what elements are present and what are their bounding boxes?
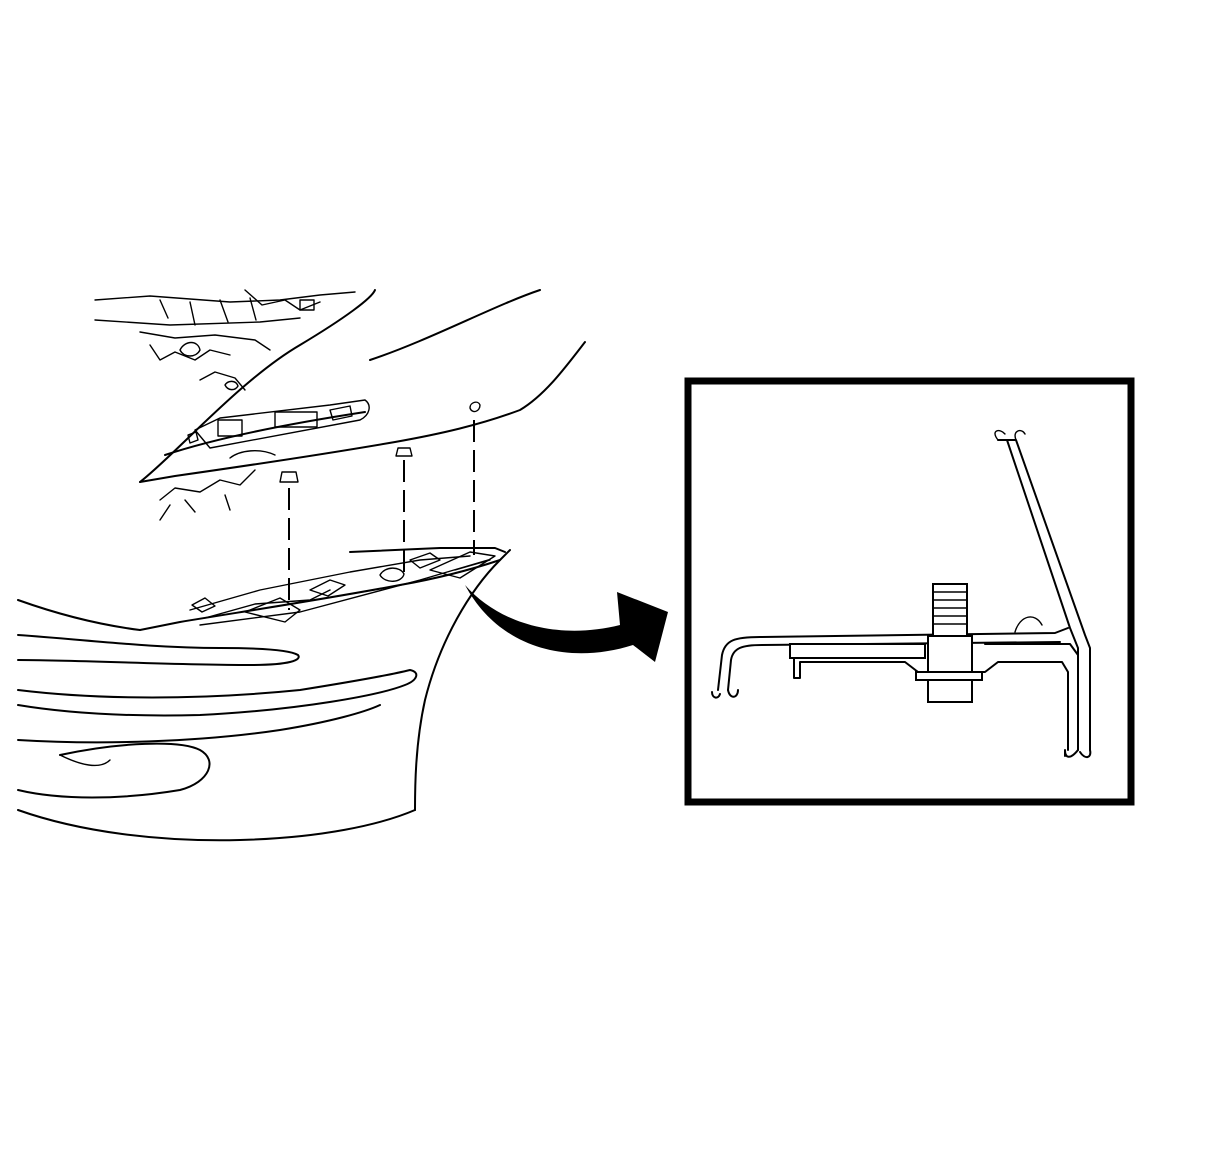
bumper-support-bracket	[139, 547, 511, 631]
radiator-support-background	[94, 289, 356, 521]
fastener-alignment-lines	[288, 420, 475, 610]
fender-hood-panel	[139, 289, 586, 483]
upper-flange	[711, 616, 1069, 699]
fender-section	[994, 429, 1092, 758]
nut-icon	[915, 583, 983, 703]
front-bumper-fascia	[17, 559, 501, 842]
detail-frame	[684, 377, 1135, 806]
bracket-section	[789, 643, 1079, 751]
detail-inset	[684, 377, 1135, 806]
curved-arrow-icon	[465, 585, 668, 662]
